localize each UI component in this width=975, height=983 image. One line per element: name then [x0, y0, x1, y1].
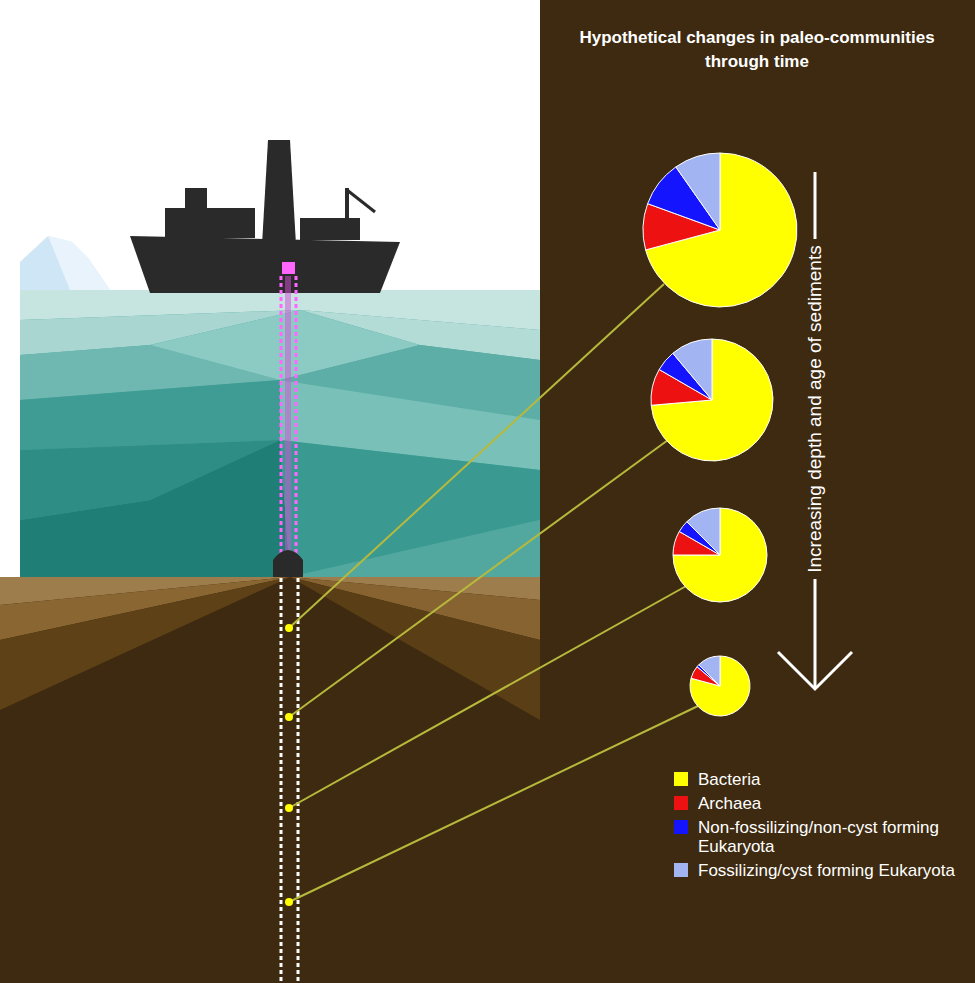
legend-swatch	[674, 820, 688, 834]
sediment	[0, 577, 540, 983]
legend-text: Bacteria	[698, 770, 760, 789]
legend-entry: Bacteria	[698, 770, 958, 789]
legend-text: Archaea	[698, 794, 761, 813]
sample-dot	[285, 624, 293, 906]
legend-swatch	[674, 772, 688, 786]
pie-slice	[651, 339, 773, 461]
pie-chart	[643, 153, 797, 716]
legend-text: Non-fossilizing/non-cyst forming Eukaryo…	[698, 818, 939, 856]
pie-slice	[673, 339, 712, 400]
legend-text: Fossilizing/cyst forming Eukaryota	[698, 861, 955, 880]
legend-swatch	[674, 796, 688, 810]
axis-label: Increasing depth and age of sediments	[804, 239, 825, 578]
leader-line	[289, 284, 698, 902]
title: Hypothetical changes in paleo-communitie…	[567, 26, 947, 74]
legend-swatch	[674, 863, 688, 877]
pie-slice	[687, 508, 720, 555]
pie-slice	[690, 656, 750, 716]
ship	[130, 140, 400, 293]
axis-label-box: Increasing depth and age of sediments	[802, 179, 828, 639]
pie-slice	[673, 508, 767, 602]
legend-entry: Non-fossilizing/non-cyst forming Eukaryo…	[698, 818, 958, 856]
pie-slice	[676, 153, 720, 230]
legend-entry: Archaea	[698, 794, 958, 813]
pie-slice	[699, 656, 720, 686]
legend-entry: Fossilizing/cyst forming Eukaryota	[698, 861, 958, 880]
